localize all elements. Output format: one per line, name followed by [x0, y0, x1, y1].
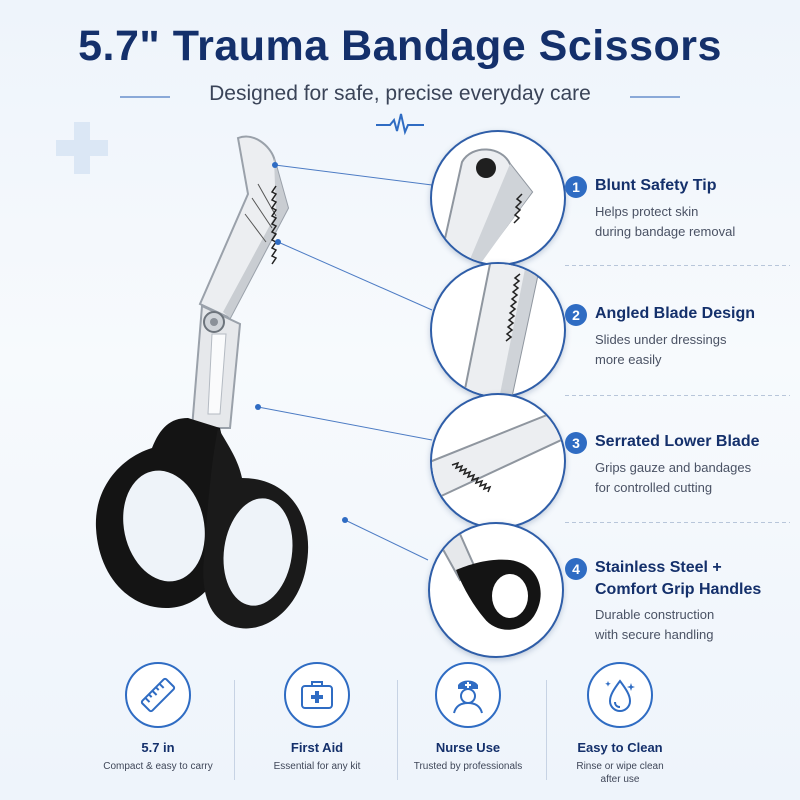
- scissors-image: [95, 135, 309, 629]
- heartbeat-icon: [376, 113, 424, 136]
- bottom-separator: [397, 680, 398, 780]
- nurse-icon: [435, 662, 501, 728]
- feature-number-badge: 2: [565, 304, 587, 326]
- bottom-feature-size: 5.7 in Compact & easy to carry: [73, 662, 243, 773]
- page-title: 5.7" Trauma Bandage Scissors: [78, 22, 722, 70]
- feature-desc-line: Slides under dressings: [595, 332, 727, 347]
- feature-blunt-safety-tip: 1 Blunt Safety Tip Helps protect skin du…: [565, 175, 790, 242]
- bottom-feature-easy-clean: Easy to Clean Rinse or wipe clean after …: [535, 662, 705, 786]
- serrated-blade-closeup-image: [432, 407, 564, 502]
- feature-desc-line: during bandage removal: [595, 224, 736, 239]
- feature-angled-blade-design: 2 Angled Blade Design Slides under dress…: [565, 303, 790, 370]
- bottom-feature-title: First Aid: [290, 740, 344, 755]
- bottom-feature-title: Easy to Clean: [577, 740, 663, 755]
- subtitle-right-rule: [630, 96, 680, 98]
- ruler-icon: [125, 662, 191, 728]
- feature-number-badge: 1: [565, 176, 587, 198]
- bottom-feature-desc: Trusted by professionals: [413, 761, 523, 772]
- detail-circle-angled-blade: [430, 262, 566, 398]
- blunt-tip-closeup-image: [440, 148, 534, 264]
- detail-circle-blunt-tip: [430, 130, 566, 266]
- feature-desc-line: with secure handling: [595, 627, 714, 642]
- bottom-feature-desc: after use: [600, 774, 640, 785]
- feature-title: Blunt Safety Tip: [595, 177, 717, 194]
- water-drop-icon: [587, 662, 653, 728]
- bottom-feature-desc: Essential for any kit: [273, 761, 361, 772]
- detail-circle-serrated-blade: [430, 393, 566, 529]
- feature-divider: [565, 395, 790, 396]
- feature-desc-line: Grips gauze and bandages: [595, 460, 752, 475]
- feature-title: Angled Blade Design: [595, 305, 756, 322]
- bottom-feature-title: Nurse Use: [435, 740, 501, 755]
- feature-divider: [565, 265, 790, 266]
- feature-divider: [565, 522, 790, 523]
- feature-title: Stainless Steel +: [595, 559, 722, 576]
- feature-number-badge: 3: [565, 432, 587, 454]
- page-subtitle: Designed for safe, precise everyday care: [209, 82, 591, 105]
- feature-desc-line: Helps protect skin: [595, 204, 699, 219]
- feature-title: Comfort Grip Handles: [595, 581, 762, 598]
- first-aid-kit-icon: [284, 662, 350, 728]
- handle-closeup-image: [438, 532, 541, 630]
- angled-blade-closeup-image: [462, 264, 541, 396]
- bottom-feature-first-aid: First Aid Essential for any kit: [232, 662, 402, 773]
- feature-desc-line: for controlled cutting: [595, 480, 713, 495]
- bottom-separator: [546, 680, 547, 780]
- medical-cross-icon: [56, 122, 108, 174]
- bottom-feature-nurse-use: Nurse Use Trusted by professionals: [383, 662, 553, 773]
- subtitle-left-rule: [120, 96, 170, 98]
- feature-number-badge: 4: [565, 558, 587, 580]
- feature-desc-line: Durable construction: [595, 607, 715, 622]
- feature-desc-line: more easily: [595, 352, 662, 367]
- feature-title: Serrated Lower Blade: [595, 433, 760, 450]
- detail-circle-handle: [428, 522, 564, 658]
- bottom-feature-title: 5.7 in: [141, 740, 175, 755]
- feature-stainless-steel-handles: 4 Stainless Steel + Comfort Grip Handles…: [565, 557, 790, 645]
- bottom-feature-desc: Compact & easy to carry: [103, 761, 213, 772]
- bottom-separator: [234, 680, 235, 780]
- feature-serrated-lower-blade: 3 Serrated Lower Blade Grips gauze and b…: [565, 431, 790, 498]
- bottom-feature-desc: Rinse or wipe clean: [576, 761, 664, 772]
